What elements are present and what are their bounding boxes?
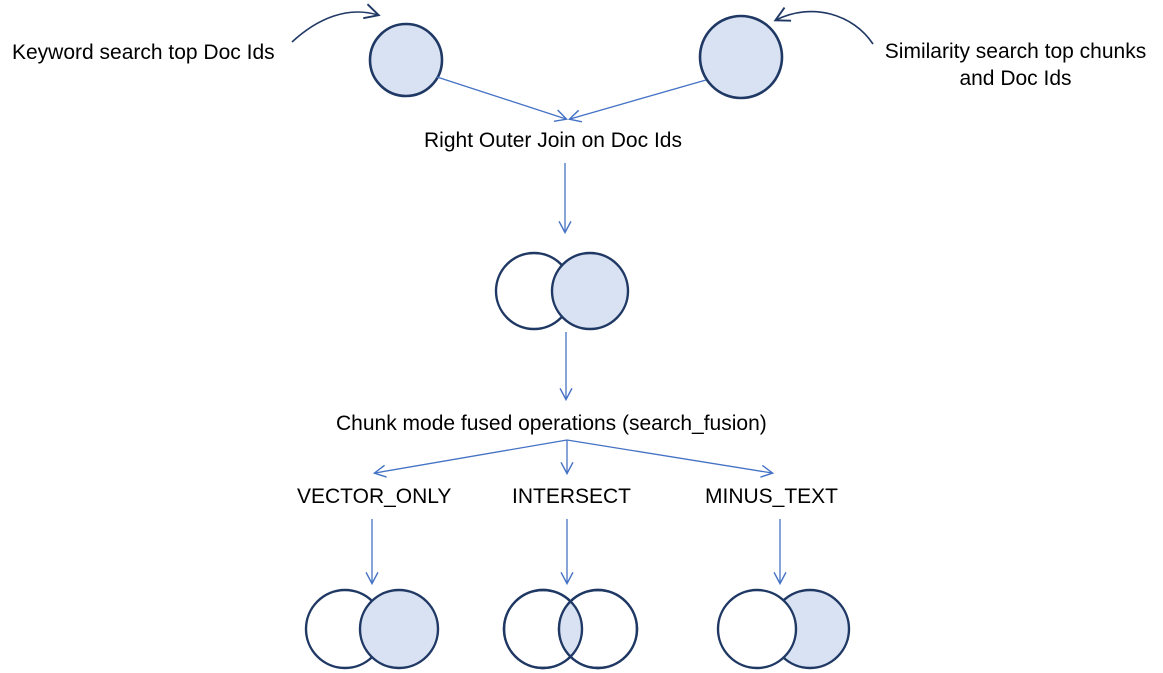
similarity-chunks-circle: [698, 14, 784, 100]
right-outer-join-venn: [494, 251, 630, 331]
vector-only-venn-right-circle: [358, 588, 440, 670]
fused-to-vector-only-arrow: [372, 439, 568, 478]
fused-to-minus-text-arrow: [566, 439, 775, 478]
intersect-venn-right-outline: [557, 588, 639, 670]
minus-text-label: MINUS_TEXT: [705, 485, 839, 508]
vector-only-venn: [304, 588, 440, 670]
similarity-circle-to-join-arrow: [567, 79, 707, 123]
vector-only-label: VECTOR_ONLY: [297, 485, 452, 508]
minus-text-venn-left-circle: [716, 588, 798, 670]
intersect-venn: [502, 588, 639, 670]
keyword-doc-ids-circle: [368, 22, 444, 98]
intersect-label: INTERSECT: [512, 485, 632, 508]
intersect-venn-left-outline: [502, 588, 584, 670]
right-outer-join-label: Right Outer Join on Doc Ids: [424, 129, 682, 152]
keyword-search-label: Keyword search top Doc Ids: [12, 41, 275, 64]
chunk-fused-label: Chunk mode fused operations (search_fusi…: [336, 412, 767, 435]
similarity-label-to-circle-arrow: [773, 6, 874, 45]
venn-right-circle: [550, 251, 630, 331]
keyword-circle-to-join-arrow: [436, 76, 569, 123]
keyword-label-to-circle-arrow: [291, 3, 381, 43]
minus-text-venn: [716, 588, 851, 670]
similarity-search-label: Similarity search top chunks and Doc Ids: [884, 40, 1147, 90]
